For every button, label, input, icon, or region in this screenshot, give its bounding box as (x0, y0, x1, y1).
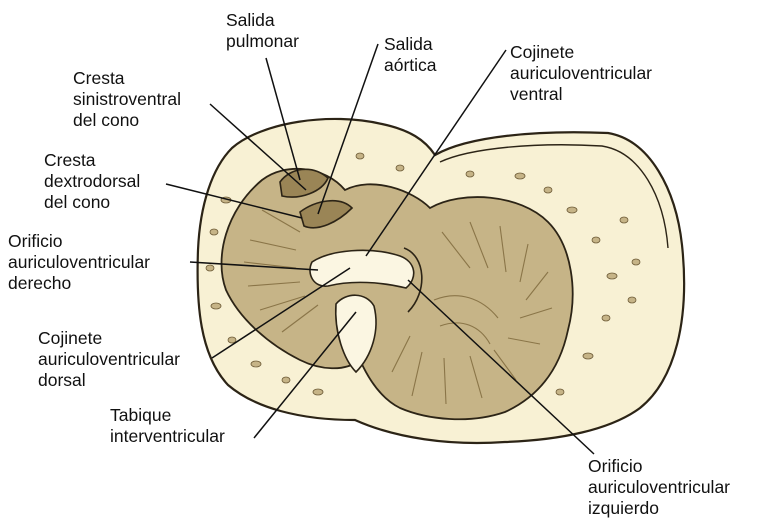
label-line: Cresta (73, 68, 181, 89)
label-salida-aortica: Salida aórtica (384, 34, 437, 76)
label-line: auriculoventricular (38, 349, 180, 370)
label-line: Cresta (44, 150, 140, 171)
label-line: del cono (44, 192, 140, 213)
label-orificio-derecho: Orificio auriculoventricular derecho (8, 231, 150, 294)
label-line: Salida (384, 34, 437, 55)
label-line: Salida (226, 10, 299, 31)
label-line: auriculoventricular (8, 252, 150, 273)
label-line: pulmonar (226, 31, 299, 52)
label-line: aórtica (384, 55, 437, 76)
label-cresta-sinistroventral: Cresta sinistroventral del cono (73, 68, 181, 131)
label-line: ventral (510, 84, 652, 105)
label-line: interventricular (110, 426, 225, 447)
label-line: auriculoventricular (588, 477, 730, 498)
label-line: Cojinete (38, 328, 180, 349)
label-salida-pulmonar: Salida pulmonar (226, 10, 299, 52)
label-cojinete-dorsal: Cojinete auriculoventricular dorsal (38, 328, 180, 391)
label-line: Orificio (588, 456, 730, 477)
label-line: del cono (73, 110, 181, 131)
label-line: dorsal (38, 370, 180, 391)
label-line: Cojinete (510, 42, 652, 63)
label-line: Orificio (8, 231, 150, 252)
label-line: auriculoventricular (510, 63, 652, 84)
label-line: sinistroventral (73, 89, 181, 110)
label-cresta-dextrodorsal: Cresta dextrodorsal del cono (44, 150, 140, 213)
label-line: derecho (8, 273, 150, 294)
label-tabique-interventricular: Tabique interventricular (110, 405, 225, 447)
atrioventricular-cushions (310, 250, 414, 288)
label-cojinete-ventral: Cojinete auriculoventricular ventral (510, 42, 652, 105)
label-line: izquierdo (588, 498, 730, 519)
label-line: dextrodorsal (44, 171, 140, 192)
label-line: Tabique (110, 405, 225, 426)
label-orificio-izquierdo: Orificio auriculoventricular izquierdo (588, 456, 730, 519)
